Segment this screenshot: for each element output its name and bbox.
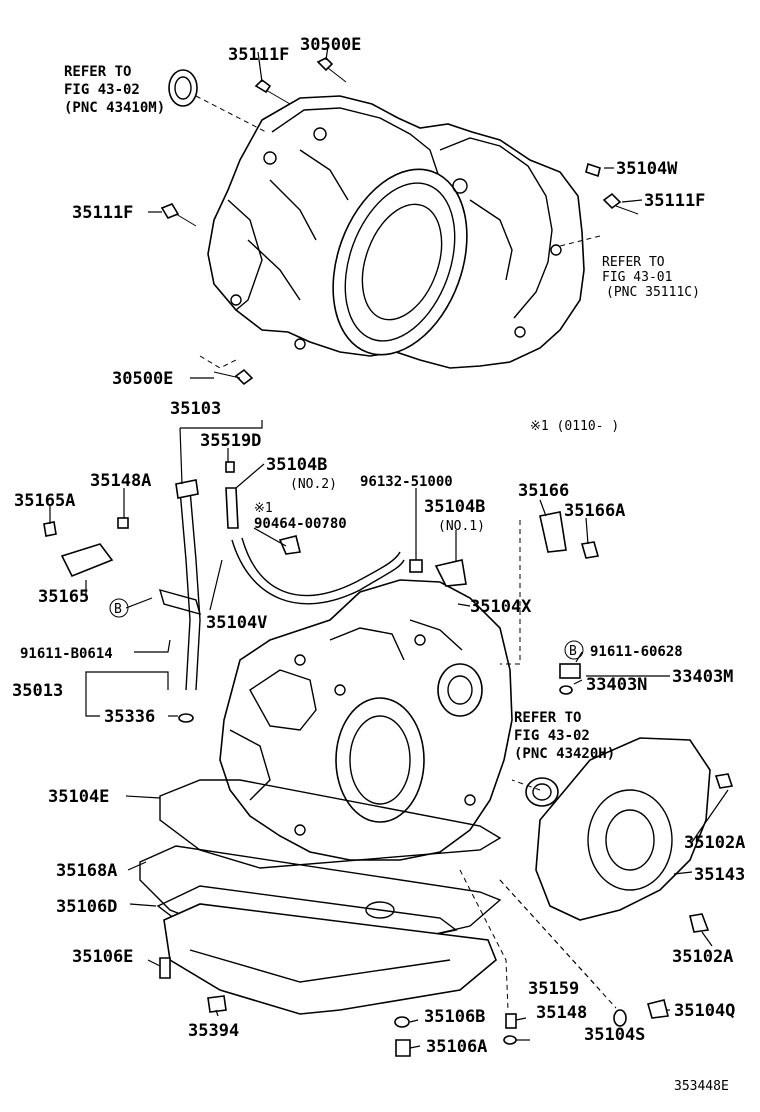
bolt-35111F-top bbox=[254, 78, 291, 105]
bracket-35166 bbox=[539, 511, 567, 553]
label-35102A-top: 35102A bbox=[684, 833, 745, 853]
bolt-35166A bbox=[580, 541, 600, 559]
label-91611-60628: 91611-60628 bbox=[590, 644, 683, 660]
label-35104B-no2: 35104B bbox=[266, 455, 327, 475]
plug-35159 bbox=[505, 1013, 517, 1029]
label-35519D: 35519D bbox=[200, 431, 261, 451]
label-refer3-line2: FIG 43-02 bbox=[514, 728, 590, 744]
clip-90464 bbox=[278, 535, 301, 555]
label-33403M: 33403M bbox=[672, 667, 733, 687]
bolt-35102A-bottom bbox=[689, 913, 710, 933]
side-cover bbox=[535, 737, 711, 921]
label-35159: 35159 bbox=[528, 979, 579, 999]
svg-text:B: B bbox=[569, 644, 577, 659]
pin-35104W bbox=[585, 162, 601, 178]
label-refer1-line1: REFER TO bbox=[64, 64, 131, 80]
label-35148A: 35148A bbox=[90, 471, 151, 491]
label-35102A-bottom: 35102A bbox=[672, 947, 733, 967]
label-35106A: 35106A bbox=[426, 1037, 487, 1057]
label-refer2-line1: REFER TO bbox=[602, 255, 665, 270]
label-refer3-line3: (PNC 43420H) bbox=[514, 746, 615, 762]
label-91611-B0614: 91611-B0614 bbox=[20, 646, 113, 662]
label-35104B-no1: 35104B bbox=[424, 497, 485, 517]
label-note-mark: ※1 bbox=[254, 501, 273, 516]
circle-b-left: B bbox=[109, 598, 129, 618]
label-35166A: 35166A bbox=[564, 501, 625, 521]
label-35166: 35166 bbox=[518, 481, 569, 501]
plug-35148A bbox=[117, 517, 129, 529]
transaxle-housing bbox=[207, 95, 585, 369]
plug-35106B bbox=[394, 1016, 410, 1028]
oil-seal-right bbox=[525, 777, 559, 807]
label-90464-00780: 90464-00780 bbox=[254, 516, 347, 532]
label-figure-code: 353448E bbox=[674, 1079, 729, 1094]
plug-96132 bbox=[409, 559, 423, 573]
label-35104S: 35104S bbox=[584, 1025, 645, 1045]
bolt-35102A-top bbox=[714, 773, 734, 789]
bolt-35111F-right bbox=[602, 192, 639, 215]
label-35168A: 35168A bbox=[56, 861, 117, 881]
label-refer3-line1: REFER TO bbox=[514, 710, 581, 726]
union-35104B-no1 bbox=[434, 559, 467, 587]
label-35148: 35148 bbox=[536, 1003, 587, 1023]
bolt-30500E-top bbox=[316, 57, 347, 83]
plug-35519D bbox=[225, 461, 235, 473]
label-refer2-line2: FIG 43-01 bbox=[602, 270, 672, 285]
label-35104E: 35104E bbox=[48, 787, 109, 807]
label-35104V: 35104V bbox=[206, 613, 267, 633]
svg-text:B: B bbox=[114, 602, 122, 617]
label-refer1-line2: FIG 43-02 bbox=[64, 82, 140, 98]
circle-b-right: B bbox=[564, 640, 584, 660]
oring-35336 bbox=[178, 713, 194, 723]
leader-lines bbox=[49, 45, 729, 1049]
case-gasket bbox=[159, 779, 502, 869]
label-35106D: 35106D bbox=[56, 897, 117, 917]
label-96132-51000: 96132-51000 bbox=[360, 474, 453, 490]
label-refer2-line3: (PNC 35111C) bbox=[606, 285, 700, 300]
label-35394: 35394 bbox=[188, 1021, 239, 1041]
dipstick-tube bbox=[158, 479, 202, 691]
bolt-30500E-bottom bbox=[213, 368, 254, 386]
label-35103: 35103 bbox=[170, 399, 221, 419]
label-note-range: ※1 (0110- ) bbox=[530, 419, 619, 434]
oring-35104S bbox=[613, 1009, 627, 1027]
label-35111F-top: 35111F bbox=[228, 45, 289, 65]
label-33403N: 33403N bbox=[586, 675, 647, 695]
label-35104W: 35104W bbox=[616, 159, 678, 179]
breather-hose bbox=[231, 537, 405, 605]
label-35165: 35165 bbox=[38, 587, 89, 607]
oil-pan bbox=[163, 903, 497, 1015]
label-30500E-top: 30500E bbox=[300, 35, 361, 55]
label-35104Q: 35104Q bbox=[674, 1001, 735, 1021]
bolt-35111F-left bbox=[160, 203, 197, 227]
label-35013: 35013 bbox=[12, 681, 63, 701]
plug-35394 bbox=[207, 995, 227, 1013]
label-refer1-line3: (PNC 43410M) bbox=[64, 100, 165, 116]
sensor-33403N bbox=[559, 663, 581, 695]
label-35106B: 35106B bbox=[424, 1007, 485, 1027]
label-30500E-bottom: 30500E bbox=[112, 369, 173, 389]
label-35104X: 35104X bbox=[470, 597, 532, 617]
label-35111F-left: 35111F bbox=[72, 203, 133, 223]
label-35106E: 35106E bbox=[72, 947, 133, 967]
gasket-35148 bbox=[503, 1035, 517, 1045]
label-35143: 35143 bbox=[694, 865, 745, 885]
oil-seal-top bbox=[168, 69, 198, 107]
label-no2: (NO.2) bbox=[290, 477, 337, 492]
bolt-35165A bbox=[43, 521, 57, 537]
label-no1: (NO.1) bbox=[438, 519, 485, 534]
union-35104B-no2 bbox=[225, 487, 239, 529]
label-35111F-right: 35111F bbox=[644, 191, 705, 211]
bolt-35106A bbox=[395, 1039, 411, 1057]
plug-35104Q bbox=[647, 999, 669, 1019]
bracket-35165 bbox=[60, 543, 114, 578]
bolt-35106E bbox=[159, 957, 171, 979]
part-labels: 35111F 30500E REFER TO FIG 43-02 (PNC 43… bbox=[12, 35, 745, 1094]
label-35165A: 35165A bbox=[14, 491, 75, 511]
label-35336: 35336 bbox=[104, 707, 155, 727]
